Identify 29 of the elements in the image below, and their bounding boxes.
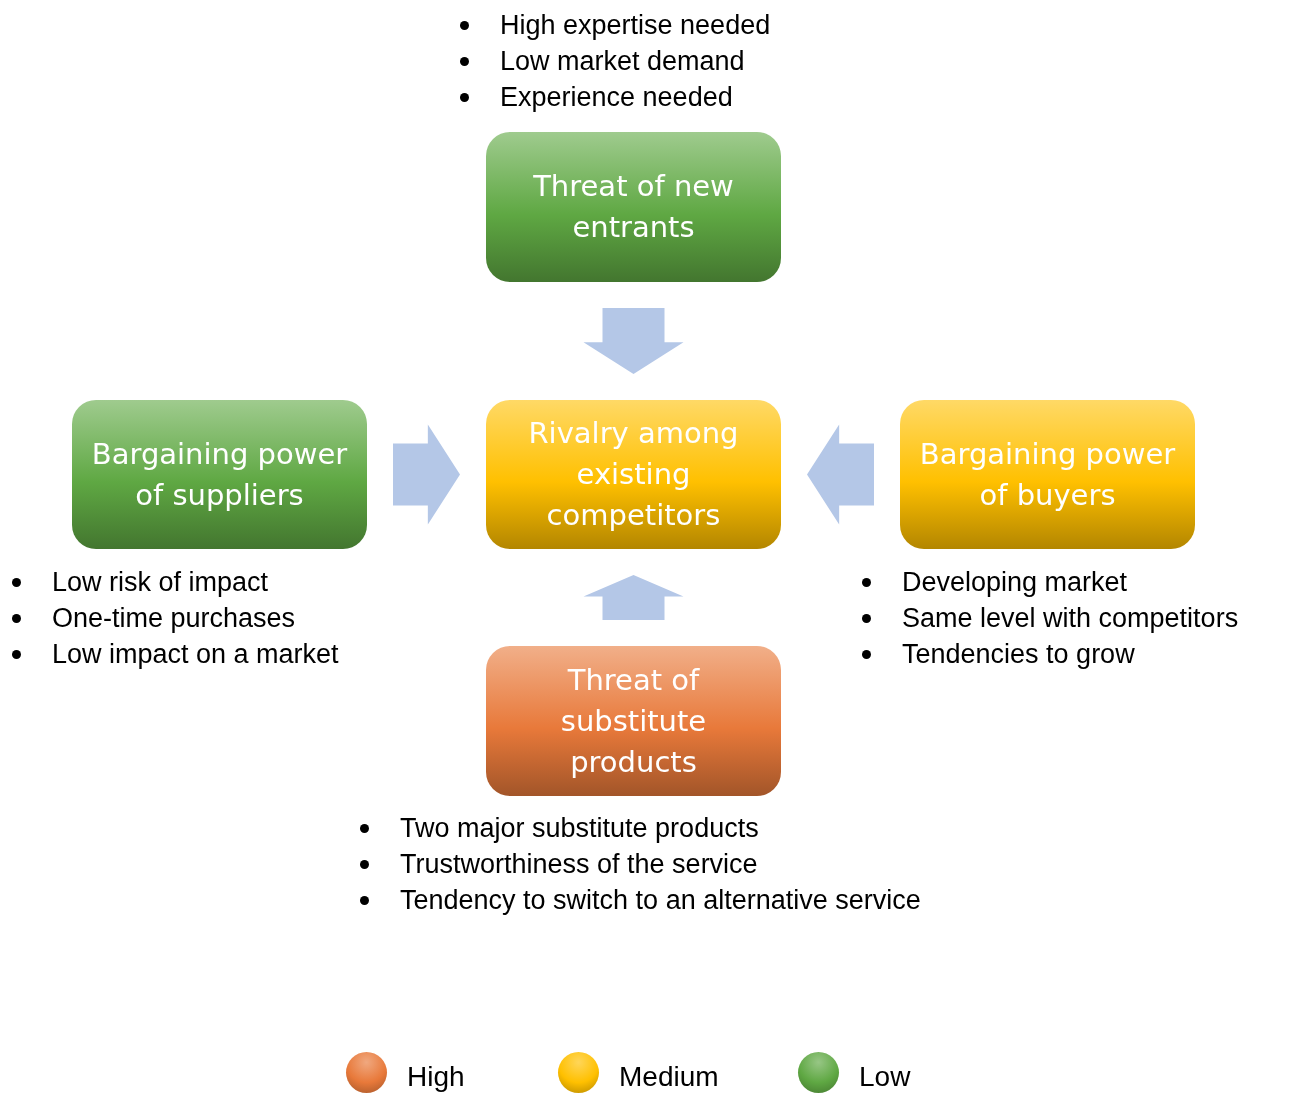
- block-arrow: [583, 575, 684, 620]
- block-arrow: [393, 424, 460, 525]
- process-box: [486, 646, 781, 796]
- legend-label: Medium: [619, 1061, 719, 1093]
- bullet-text: Experience needed: [500, 81, 733, 114]
- box-label: Bargaining power of buyers: [918, 435, 1177, 514]
- block-arrow: [807, 424, 874, 525]
- block-arrow: [583, 308, 684, 374]
- box-label: Threat of substitute products: [559, 661, 708, 781]
- bullet-text: Same level with competitors: [902, 602, 1239, 635]
- process-box: [486, 132, 781, 282]
- process-box: [900, 400, 1195, 549]
- process-box: [486, 400, 781, 549]
- bullet-text: One-time purchases: [52, 602, 296, 635]
- bullet-text: Two major substitute products: [400, 812, 759, 845]
- bullet-text: Tendencies to grow: [902, 638, 1135, 671]
- legend-label: High: [407, 1061, 465, 1093]
- bullet-text: Tendency to switch to an alternative service: [400, 884, 921, 917]
- bullet-text: Trustworthiness of the service: [400, 848, 758, 881]
- process-box: [72, 400, 367, 549]
- box-label: Bargaining power of suppliers: [90, 435, 349, 514]
- box-label: Rivalry among existing competitors: [527, 415, 740, 534]
- bullet-text: Low market demand: [500, 45, 745, 78]
- bullet-text: Low risk of impact: [52, 566, 269, 599]
- bullet-text: Low impact on a market: [52, 638, 339, 671]
- bullet-text: High expertise needed: [500, 9, 771, 42]
- legend-label: Low: [859, 1061, 911, 1093]
- box-label: Threat of new entrants: [532, 168, 735, 246]
- bullet-text: Developing market: [902, 566, 1128, 599]
